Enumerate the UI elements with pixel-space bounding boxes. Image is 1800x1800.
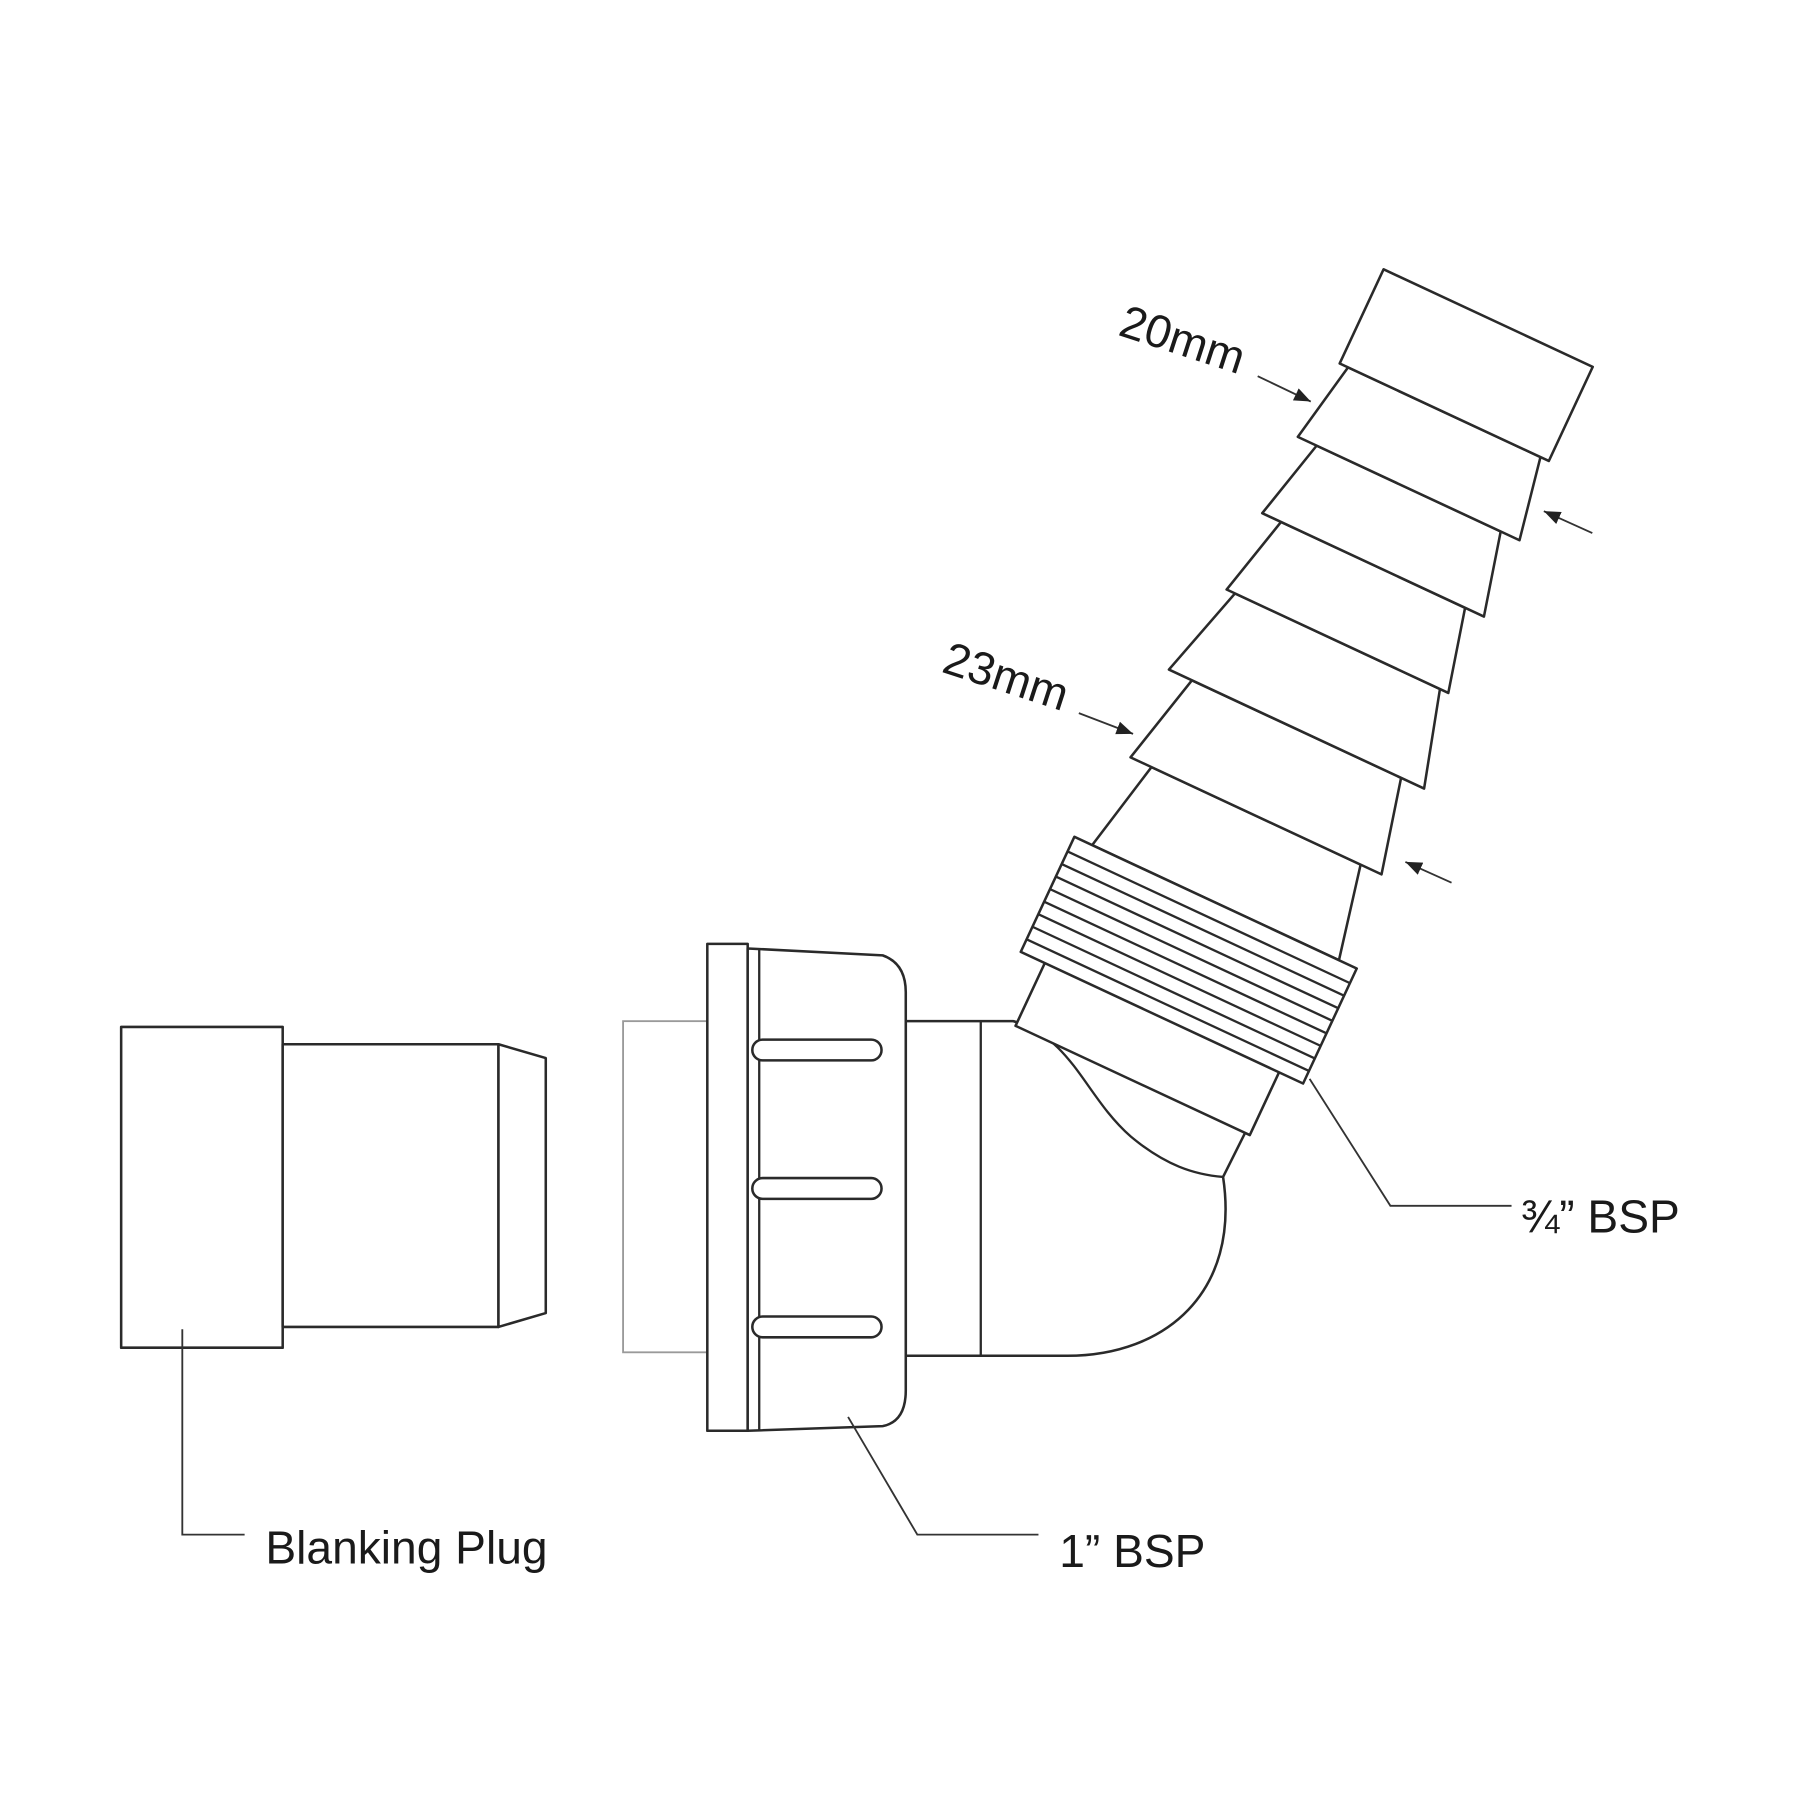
- nut-rib: [751, 1176, 883, 1201]
- three-quarter-bsp-leader: [1308, 1078, 1512, 1207]
- dimension-20mm-arrow-left: [1257, 375, 1312, 403]
- blanking-plug: [119, 1025, 548, 1349]
- one-inch-bsp-leader: [847, 1416, 1039, 1536]
- nut-rib: [751, 1315, 883, 1339]
- thread: [1019, 835, 1359, 1085]
- union-nut: [622, 942, 908, 1433]
- one-inch-bsp-label: 1” BSP: [1059, 1525, 1205, 1577]
- dimension-20mm-arrow-right: [1543, 510, 1593, 534]
- blanking-plug-leader: [181, 1329, 245, 1536]
- dimension-20mm-label: 20mm: [1114, 295, 1252, 384]
- three-quarter-bsp-label: ¾” BSP: [1521, 1190, 1680, 1242]
- dimension-23mm-arrow-left: [1078, 712, 1134, 735]
- elbow-body: [904, 1019, 1271, 1358]
- blanking-plug-label: Blanking Plug: [265, 1521, 547, 1573]
- dimension-23mm-arrow-right: [1405, 861, 1452, 884]
- dimension-23mm-label: 23mm: [937, 632, 1075, 721]
- nut-rib: [751, 1038, 883, 1062]
- hose-tail: [1014, 268, 1594, 1137]
